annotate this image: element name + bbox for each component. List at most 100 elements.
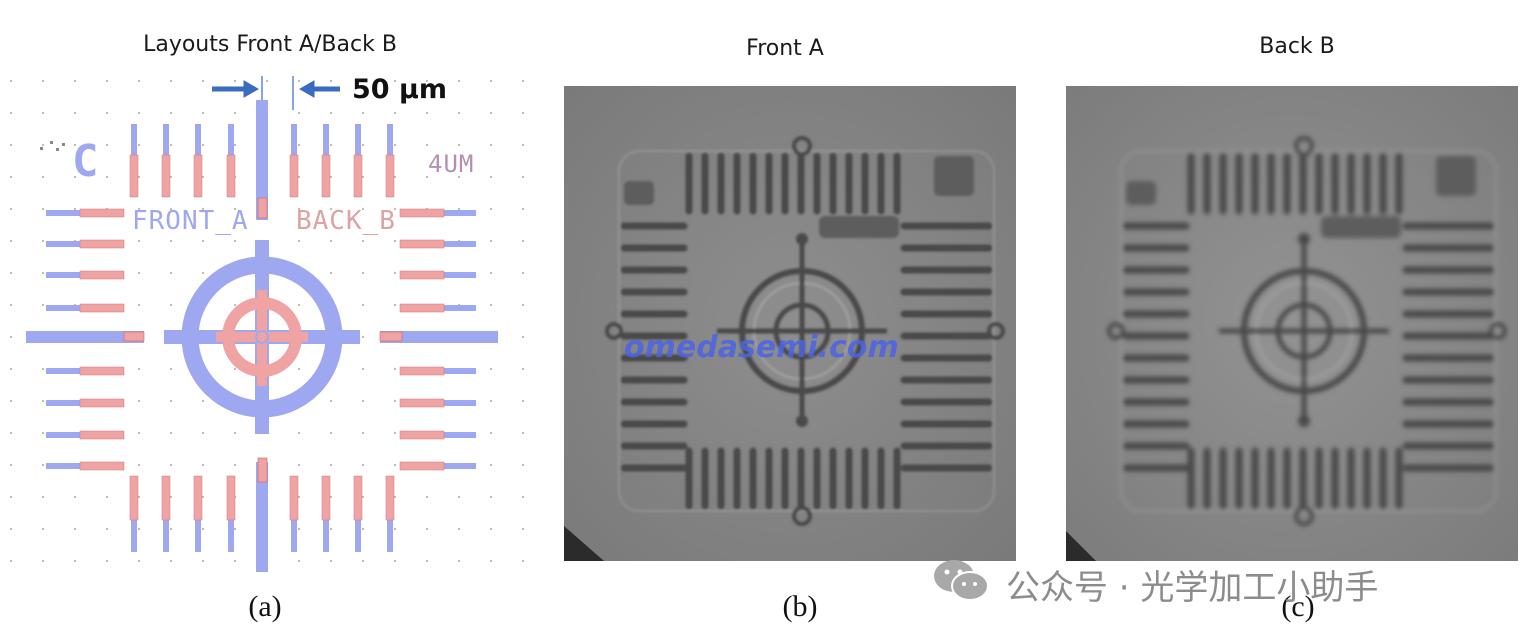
grid-dot bbox=[298, 560, 300, 562]
grid-dot bbox=[298, 144, 300, 146]
grid-dot bbox=[170, 400, 172, 402]
grid-dot bbox=[234, 112, 236, 114]
grid-dot bbox=[458, 176, 460, 178]
grid-dot bbox=[330, 112, 332, 114]
grid-dot bbox=[522, 304, 524, 306]
grid-dot bbox=[42, 112, 44, 114]
center-arms bbox=[26, 100, 498, 572]
bottom-finger-pink bbox=[161, 475, 171, 521]
left-finger-pink bbox=[79, 398, 125, 408]
grid-dot bbox=[298, 112, 300, 114]
top-finger-pink bbox=[321, 154, 331, 198]
grid-dot bbox=[330, 496, 332, 498]
bulb bbox=[792, 136, 812, 156]
right-finger-pink bbox=[399, 430, 445, 440]
grid-dot bbox=[42, 240, 44, 242]
grid-dot bbox=[362, 240, 364, 242]
grid-dot bbox=[298, 432, 300, 434]
grid-dot bbox=[298, 304, 300, 306]
grid-dot bbox=[490, 560, 492, 562]
grid-dot bbox=[394, 272, 396, 274]
grid-dot bbox=[234, 144, 236, 146]
grid-dot bbox=[74, 144, 76, 146]
grid-dot bbox=[138, 176, 140, 178]
scale-arrows bbox=[212, 76, 340, 110]
grid-dot bbox=[522, 432, 524, 434]
grid-dot bbox=[10, 560, 12, 562]
grid-dot bbox=[362, 144, 364, 146]
grid-dot bbox=[394, 304, 396, 306]
grid-dot bbox=[138, 368, 140, 370]
grid-dot bbox=[202, 400, 204, 402]
grid-dot bbox=[490, 368, 492, 370]
grid-dot bbox=[10, 464, 12, 466]
grid-dot bbox=[10, 528, 12, 530]
grid-dot bbox=[42, 560, 44, 562]
grid-dot bbox=[138, 80, 140, 82]
grid-dot bbox=[522, 528, 524, 530]
grid-dot bbox=[330, 80, 332, 82]
grid-dot bbox=[394, 496, 396, 498]
panel-a-title: Layouts Front A/Back B bbox=[143, 32, 397, 57]
grid-dot bbox=[490, 464, 492, 466]
grid-dot bbox=[490, 528, 492, 530]
grid-dot bbox=[298, 240, 300, 242]
grid-dot bbox=[522, 496, 524, 498]
grid-dot bbox=[10, 368, 12, 370]
grid-dot bbox=[170, 272, 172, 274]
corner-letter: C bbox=[72, 136, 99, 187]
grid-dot bbox=[42, 432, 44, 434]
bottom-finger-pink bbox=[385, 475, 395, 521]
right-fingers bbox=[399, 208, 476, 471]
grid-dot bbox=[330, 176, 332, 178]
corner-mark-blob bbox=[624, 181, 654, 205]
grid-dot bbox=[362, 368, 364, 370]
right-finger-pink bbox=[399, 398, 445, 408]
grid-dot bbox=[170, 560, 172, 562]
grid-dot bbox=[106, 80, 108, 82]
target-end-dot bbox=[796, 233, 808, 245]
bulb bbox=[605, 322, 623, 340]
photo-front-a bbox=[564, 86, 1016, 561]
micrograph-back bbox=[1066, 86, 1518, 561]
grid-dot bbox=[394, 464, 396, 466]
wechat-icon bbox=[930, 556, 992, 606]
grid-dot bbox=[490, 496, 492, 498]
top-finger-pink bbox=[129, 154, 139, 198]
grid-dot bbox=[106, 528, 108, 530]
grid-dot bbox=[522, 272, 524, 274]
grid-dot bbox=[394, 240, 396, 242]
grid-dot bbox=[42, 496, 44, 498]
grid-dot bbox=[106, 144, 108, 146]
grid-dot bbox=[426, 560, 428, 562]
grid-dot bbox=[138, 432, 140, 434]
bulb bbox=[1489, 322, 1507, 340]
bottom-fingers bbox=[129, 475, 395, 552]
grid-dot bbox=[74, 112, 76, 114]
grid-dot bbox=[202, 176, 204, 178]
panel-b-title: Front A bbox=[746, 36, 824, 61]
grid-dot bbox=[490, 400, 492, 402]
grid-dot bbox=[10, 240, 12, 242]
target-end-dot bbox=[796, 415, 808, 427]
grid-dot bbox=[74, 560, 76, 562]
grid-dot bbox=[42, 208, 44, 210]
grid-dot bbox=[10, 432, 12, 434]
grid-dot bbox=[170, 240, 172, 242]
grid-dot bbox=[202, 528, 204, 530]
grid-dot bbox=[522, 208, 524, 210]
left-finger-pink bbox=[79, 239, 125, 249]
grid-dot bbox=[362, 432, 364, 434]
grid-dot bbox=[42, 400, 44, 402]
label-mark-blob bbox=[819, 216, 899, 238]
grid-dot bbox=[458, 208, 460, 210]
grid-dot bbox=[138, 528, 140, 530]
grid-dot bbox=[106, 496, 108, 498]
grid-dot bbox=[330, 208, 332, 210]
watermark: omedasemi.com bbox=[624, 330, 899, 365]
caption-c: (c) bbox=[1281, 590, 1315, 623]
grid-dot bbox=[426, 496, 428, 498]
grid-dot bbox=[170, 112, 172, 114]
right-finger-pink bbox=[399, 303, 445, 313]
grid-dot bbox=[202, 208, 204, 210]
